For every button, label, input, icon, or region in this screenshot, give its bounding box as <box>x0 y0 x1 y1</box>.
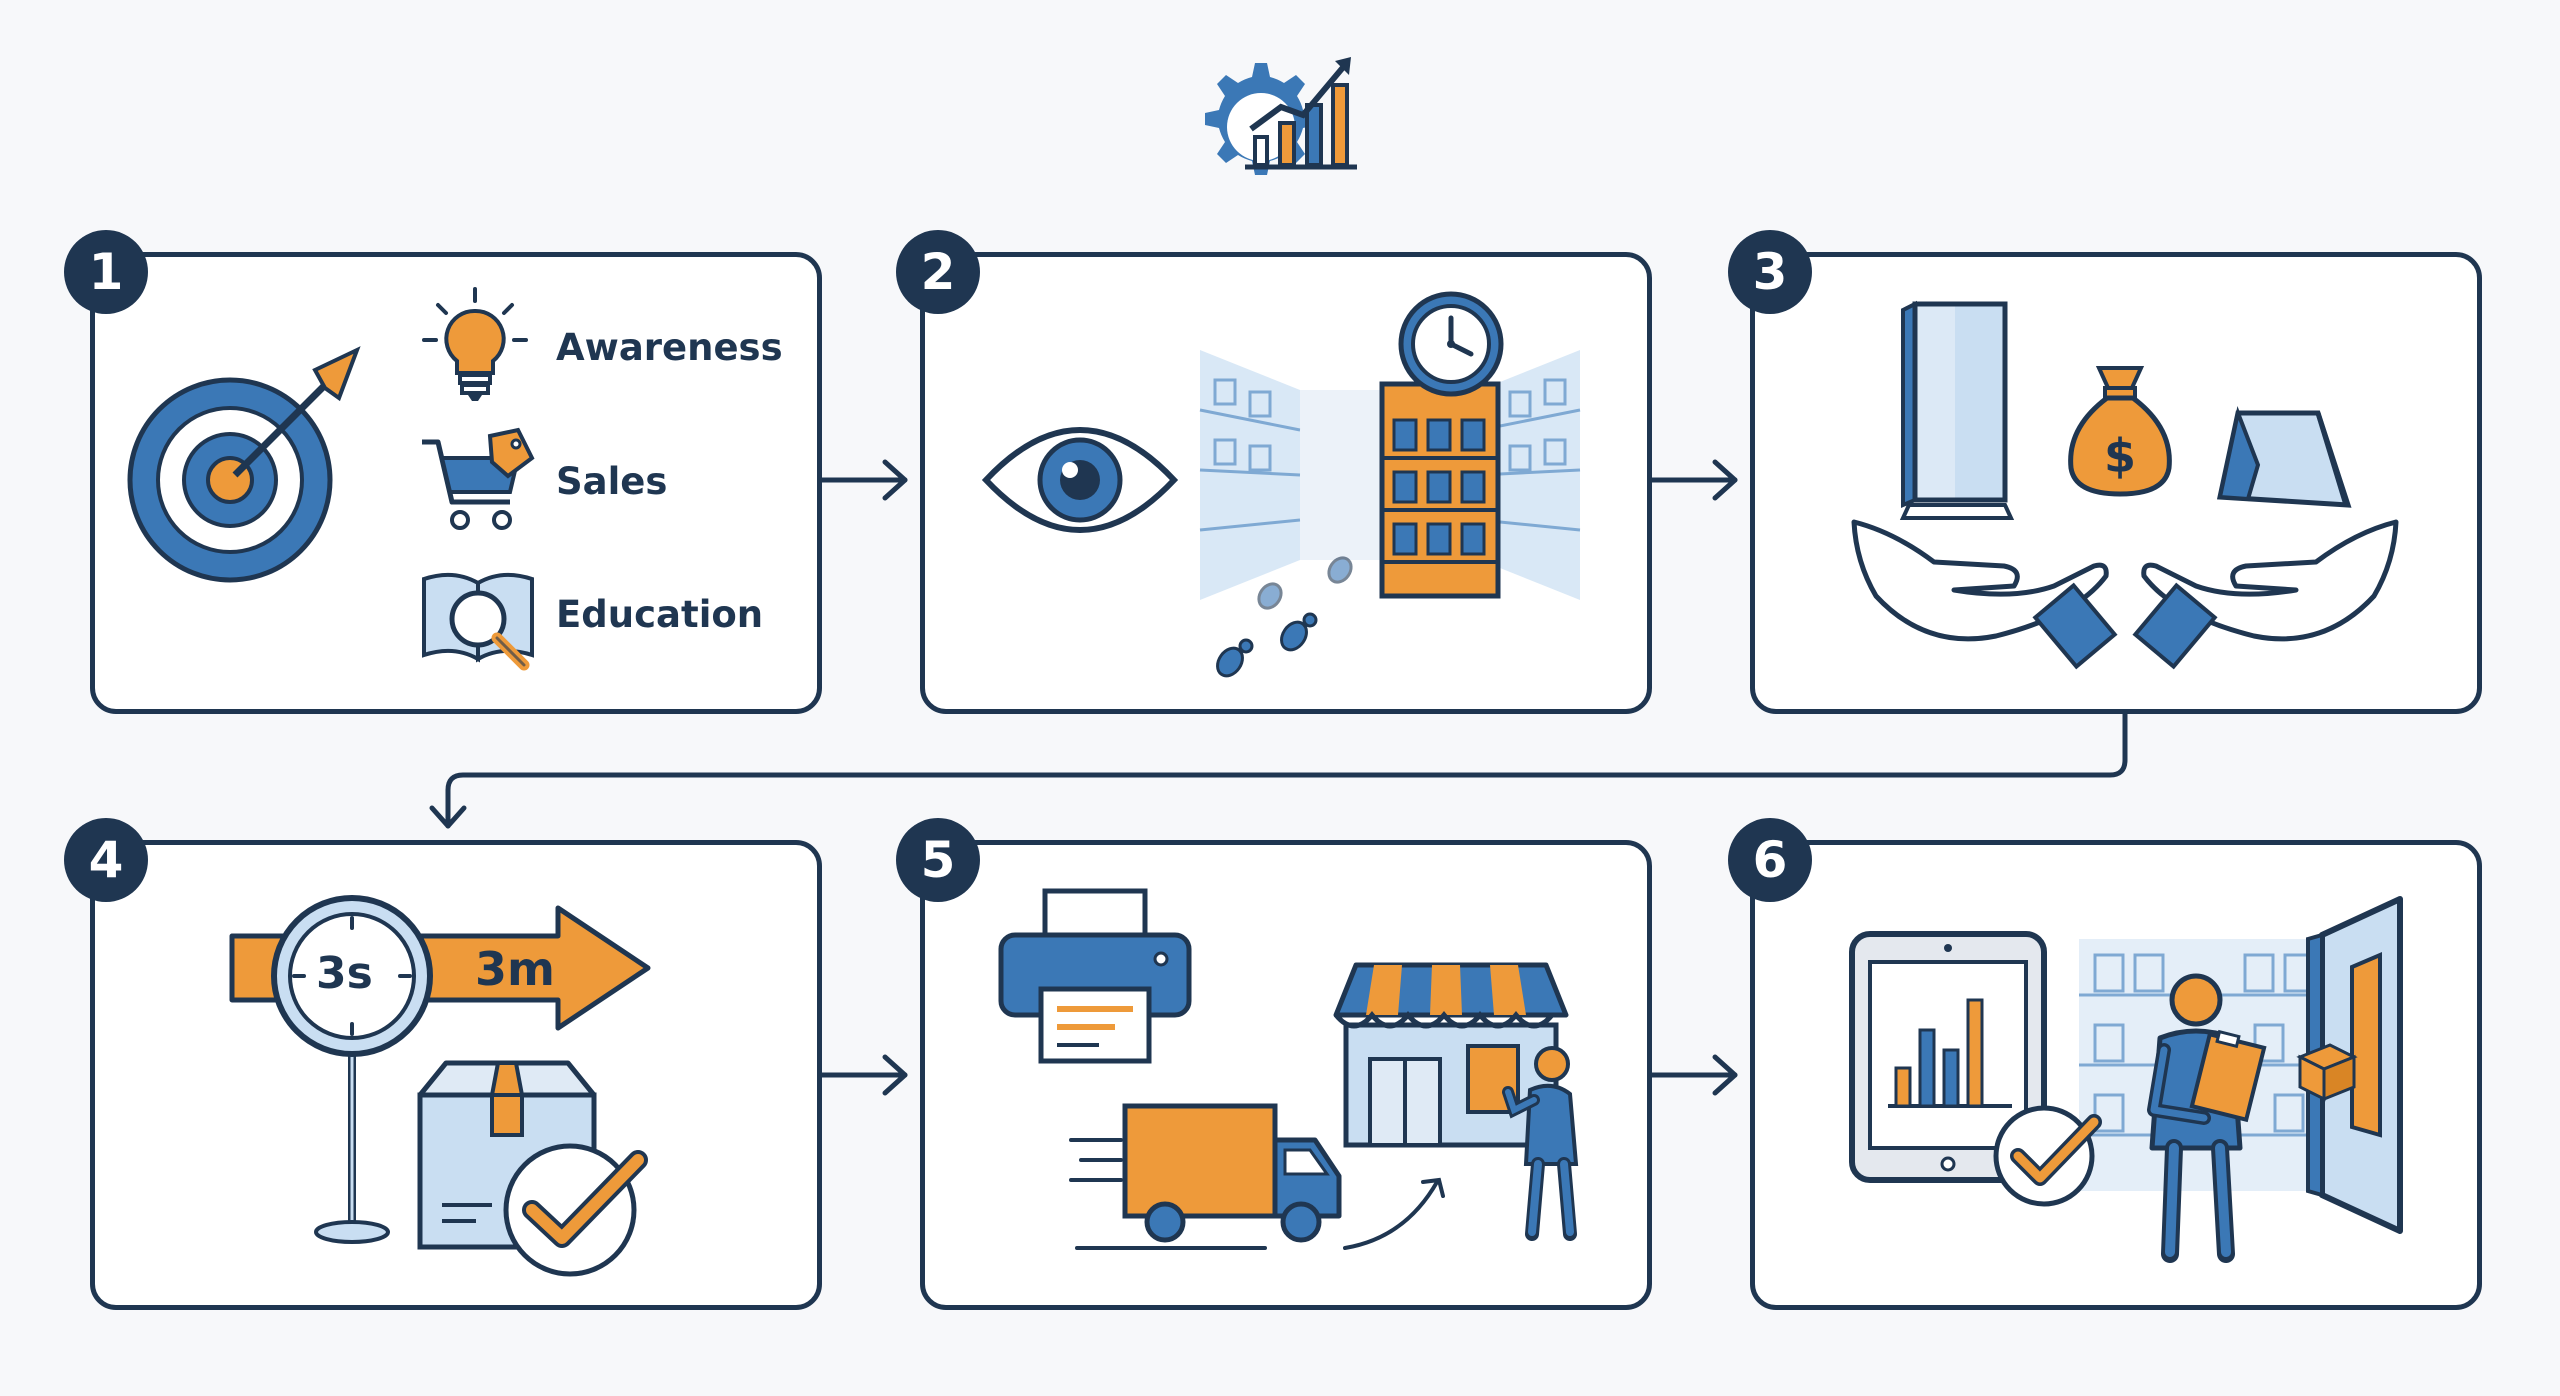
display-panel-icon <box>2296 896 2403 1234</box>
arrow-3-to-4 <box>429 711 2128 829</box>
tablet-bar-chart-icon <box>1849 931 2047 1183</box>
timer-label: 3s <box>316 948 373 999</box>
book-magnifier-icon <box>422 572 534 671</box>
step-2-badge: 2 <box>896 230 980 314</box>
step-4-badge: 4 <box>64 818 148 902</box>
objective-sales-label: Sales <box>556 460 668 503</box>
open-hands-icon <box>1851 519 2399 670</box>
arrow-1-to-2 <box>819 459 908 501</box>
money-bag-icon: $ <box>2068 366 2172 497</box>
gear-growth-chart-icon <box>1205 57 1357 175</box>
step-1-badge: 1 <box>64 230 148 314</box>
installer-person-icon <box>1466 1044 1579 1241</box>
footprints-icon <box>1216 556 1353 678</box>
clock-icon <box>1398 291 1504 397</box>
step-3-badge: 3 <box>1728 230 1812 314</box>
duration-label: 3m <box>475 942 555 996</box>
target-arrow-icon <box>127 346 361 583</box>
display-tower-icon <box>1379 381 1501 599</box>
storefront-icon <box>1333 962 1569 1148</box>
eye-icon <box>981 427 1179 533</box>
stopwatch-sign-icon <box>271 895 433 1244</box>
standee-display-icon <box>1899 300 2015 520</box>
check-icon <box>503 1143 648 1277</box>
check-icon <box>1993 1105 2102 1207</box>
svg-text:$: $ <box>2104 429 2136 483</box>
printer-icon <box>998 888 1192 1064</box>
arrow-2-to-3 <box>1649 459 1738 501</box>
arrow-4-to-5 <box>819 1054 908 1096</box>
step-5-badge: 5 <box>896 818 980 902</box>
objective-education-label: Education <box>556 593 764 636</box>
arrow-5-to-6 <box>1649 1054 1738 1096</box>
auditor-person-icon <box>2147 973 2267 1263</box>
objective-awareness-label: Awareness <box>556 326 783 369</box>
shopping-cart-tag-icon <box>422 427 535 530</box>
lightbulb-icon <box>422 287 528 401</box>
tent-card-icon <box>2216 406 2352 508</box>
delivery-truck-icon <box>1069 1103 1445 1250</box>
step-6-badge: 6 <box>1728 818 1812 902</box>
